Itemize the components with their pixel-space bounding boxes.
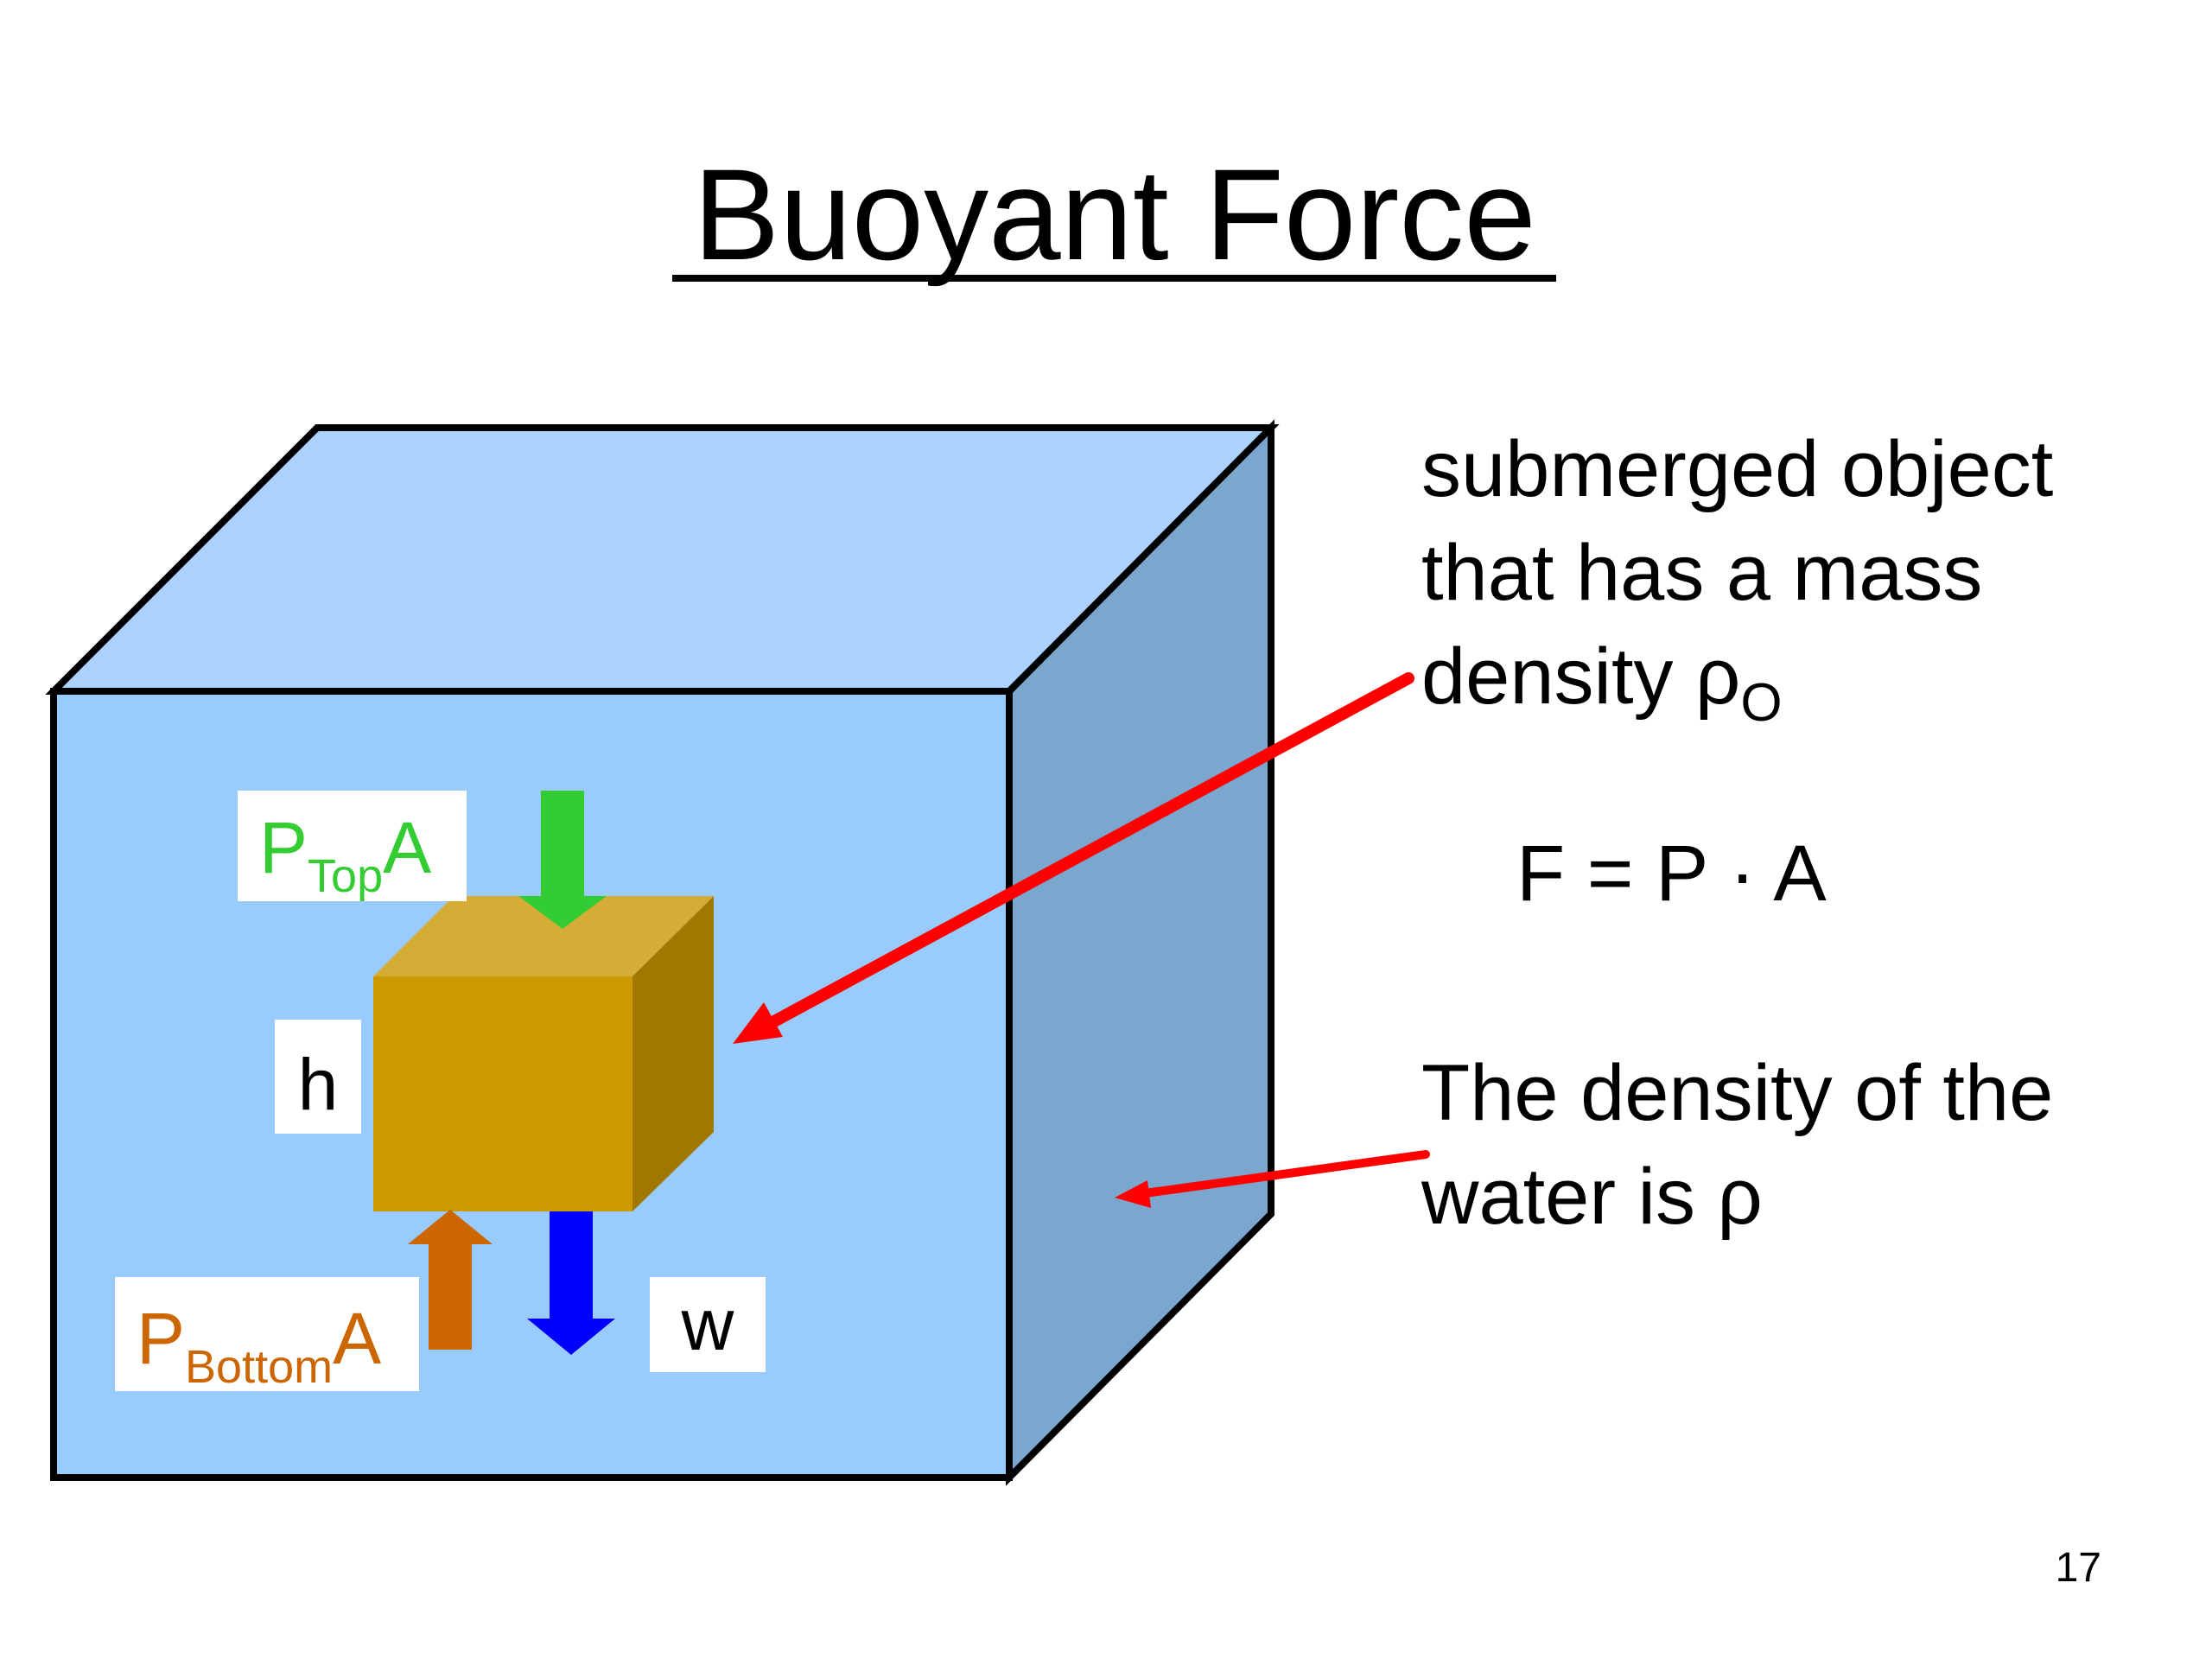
object-annotation: submerged object that has a mass	[1421, 425, 2075, 617]
height-label: h	[298, 1044, 339, 1125]
object-annotation-line3: density ρO	[1421, 632, 1783, 733]
submerged-block	[373, 896, 714, 1211]
top-force-label-sub: Top	[308, 850, 383, 902]
water-annotation-line2: water is ρ	[1421, 1153, 1763, 1241]
top-force-label: PTopA	[259, 807, 431, 902]
weight-label-box	[650, 1277, 766, 1372]
block-side-face	[632, 896, 714, 1211]
top-force-label-box	[238, 791, 467, 901]
object-density-subscript: O	[1740, 673, 1782, 733]
weight-label: w	[681, 1284, 734, 1365]
page-number: 17	[2056, 1545, 2101, 1591]
water-annotation: The density of the water is ρ	[1421, 1049, 2075, 1241]
bottom-force-label-main: P	[137, 1298, 185, 1379]
block-top-face	[373, 896, 714, 976]
bottom-force-label: PBottomA	[137, 1298, 381, 1393]
block-front-face	[373, 976, 632, 1211]
title-underline	[672, 275, 1556, 282]
weight-arrow	[527, 1211, 615, 1355]
object-annotation-line1: submerged object	[1421, 425, 2053, 513]
bottom-force-label-suffix: A	[333, 1298, 381, 1379]
object-pointer-arrow	[733, 672, 1414, 1044]
force-formula: F = P · A	[1516, 830, 1827, 918]
slide-title: Buoyant Force	[693, 142, 1536, 287]
top-force-arrow	[518, 791, 607, 929]
bottom-force-label-box	[115, 1277, 419, 1391]
object-annotation-line2: that has a mass	[1421, 529, 1982, 617]
object-density-text: density ρ	[1421, 632, 1740, 721]
top-force-label-suffix: A	[383, 807, 431, 888]
height-label-box	[275, 1020, 361, 1134]
water-pointer-arrow	[1115, 1150, 1430, 1208]
top-force-label-main: P	[259, 807, 308, 888]
bottom-force-arrow	[408, 1210, 493, 1350]
water-annotation-line1: The density of the	[1421, 1049, 2053, 1137]
bottom-force-label-sub: Bottom	[185, 1341, 333, 1393]
